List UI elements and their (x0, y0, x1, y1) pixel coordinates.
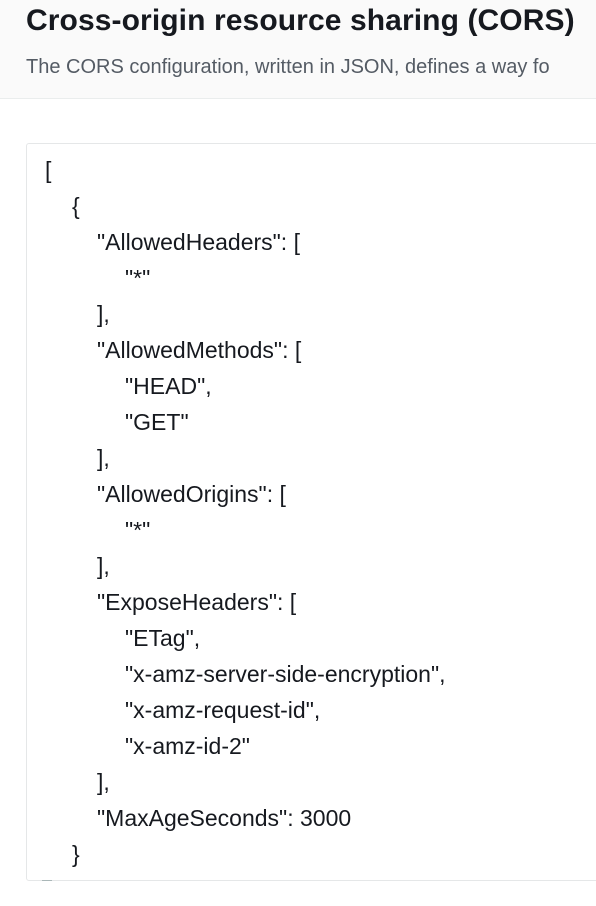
code-line: ], (97, 445, 110, 471)
cors-json-editor[interactable]: [ { "AllowedHeaders": [ "*" ], "AllowedM… (26, 143, 596, 881)
code-line: "x-amz-id-2" (125, 733, 250, 759)
code-line: "x-amz-request-id", (125, 697, 321, 723)
code-line: "ETag", (125, 625, 201, 651)
code-line: "*" (125, 517, 151, 543)
code-line: "HEAD", (125, 373, 212, 399)
code-line: ], (97, 553, 110, 579)
code-line: { (72, 193, 80, 219)
code-line: [ (45, 157, 52, 183)
page-header: Cross-origin resource sharing (CORS) The… (0, 0, 596, 99)
code-line: "*" (125, 265, 151, 291)
code-line: ], (97, 769, 110, 795)
code-line: "GET" (125, 409, 189, 435)
code-line: ], (97, 301, 110, 327)
code-line: "AllowedHeaders": [ (97, 229, 300, 255)
page-title: Cross-origin resource sharing (CORS) (26, 4, 575, 37)
code-line: "MaxAgeSeconds": 3000 (97, 805, 352, 831)
code-line: "x-amz-server-side-encryption", (125, 661, 446, 687)
code-line: "AllowedMethods": [ (97, 337, 302, 363)
editor-scroll-indicator[interactable] (42, 880, 52, 881)
code-line: "AllowedOrigins": [ (97, 481, 286, 507)
code-line: } (72, 841, 80, 867)
code-line: "ExposeHeaders": [ (97, 589, 297, 615)
page-description: The CORS configuration, written in JSON,… (26, 56, 550, 78)
code-content[interactable]: [ { "AllowedHeaders": [ "*" ], "AllowedM… (27, 144, 596, 880)
